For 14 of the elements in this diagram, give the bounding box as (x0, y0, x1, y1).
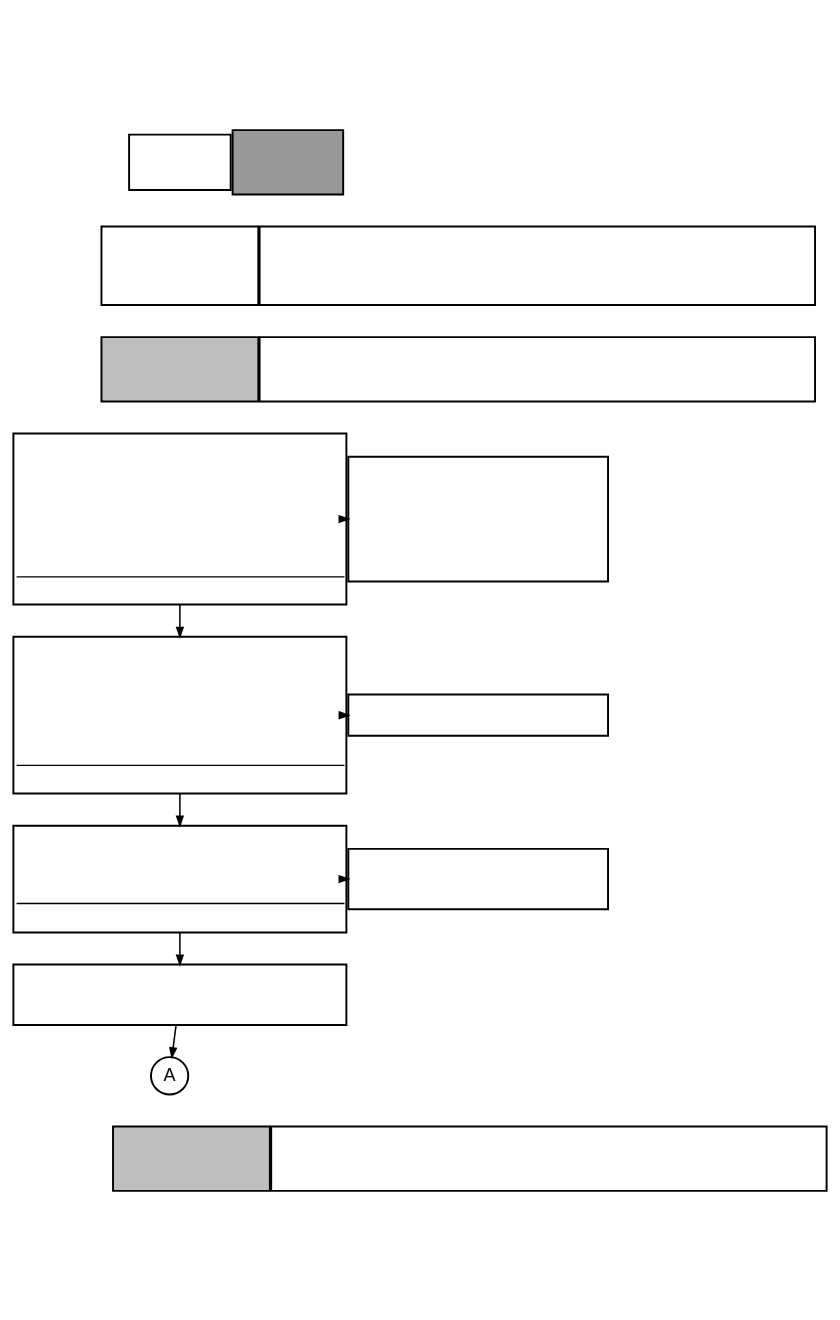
node-box (258, 225, 816, 306)
node-circle: A (150, 1055, 190, 1095)
node-box (12, 963, 348, 1026)
node-box (270, 1125, 828, 1192)
node-box (100, 335, 260, 402)
node-box (231, 128, 345, 195)
arrow (175, 792, 185, 828)
node-box (258, 335, 816, 402)
arrow (169, 1024, 178, 1059)
arrow (175, 603, 185, 639)
node-box (100, 225, 260, 306)
node-box (128, 133, 232, 191)
node-box (112, 1125, 271, 1192)
arrow (175, 931, 185, 967)
